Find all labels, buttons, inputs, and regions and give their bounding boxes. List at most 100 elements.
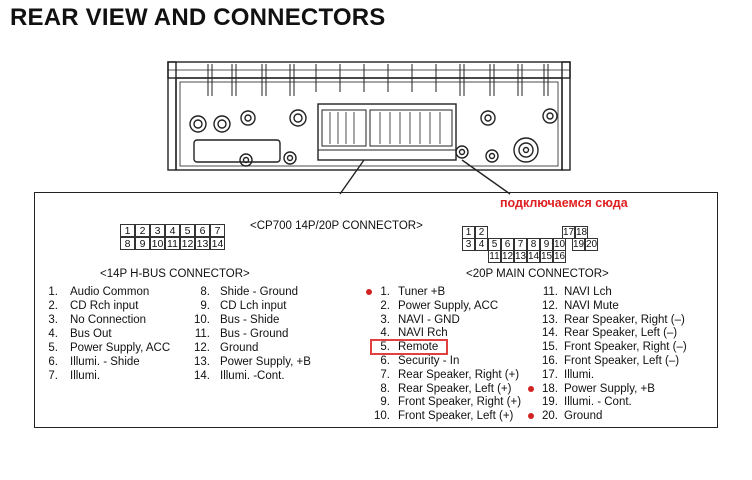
pin-number: 7. bbox=[380, 368, 390, 381]
pin-number: 9. bbox=[380, 396, 390, 409]
head-unit-rear-view bbox=[167, 61, 571, 195]
cp700-pin: 7 bbox=[210, 224, 225, 237]
pin-function: Front Speaker, Right (+) bbox=[398, 396, 522, 409]
pin-function: Illumi. -Cont. bbox=[220, 370, 285, 382]
main-connector-pin: 14 bbox=[527, 250, 540, 263]
pin-number: 3. bbox=[380, 313, 390, 326]
cp700-pin: 11 bbox=[165, 237, 180, 250]
main-connector-pin: 15 bbox=[540, 250, 553, 263]
pin-function: Illumi. bbox=[70, 370, 101, 382]
pin-number: 9. bbox=[200, 300, 210, 312]
main-connector-pin: 3 bbox=[462, 238, 475, 251]
pin-number: 15. bbox=[542, 341, 558, 354]
pin-number: 6. bbox=[380, 355, 390, 367]
pin-function: Power Supply, ACC bbox=[398, 299, 499, 312]
pin-function: Shide - Ground bbox=[220, 286, 298, 298]
pin-number: 1. bbox=[48, 286, 58, 298]
cp700-pin: 4 bbox=[165, 224, 180, 237]
pin-number: 13. bbox=[542, 313, 558, 326]
pin-number: 3. bbox=[48, 314, 58, 326]
pin-function: Front Speaker, Left (–) bbox=[564, 355, 680, 367]
pin-number: 13. bbox=[194, 356, 210, 368]
cp700-pin: 9 bbox=[135, 237, 150, 250]
pin-number: 11. bbox=[194, 328, 210, 340]
pin-function: CD Lch input bbox=[220, 300, 287, 312]
cp700-connector-label: <CP700 14P/20P CONNECTOR> bbox=[250, 220, 423, 232]
main-connector-label: <20P MAIN CONNECTOR> bbox=[466, 268, 609, 280]
pin-function: Ground bbox=[564, 410, 603, 423]
pin-number: 11. bbox=[542, 286, 558, 298]
pin-number: 14. bbox=[194, 370, 210, 382]
pin-function: NAVI Lch bbox=[564, 286, 612, 298]
pin-function: Rear Speaker, Left (+) bbox=[398, 382, 512, 395]
pin-function: NAVI - GND bbox=[398, 313, 460, 326]
pin-function: Illumi. - Shide bbox=[70, 356, 140, 368]
cp700-pin: 12 bbox=[180, 237, 195, 250]
pin-function: NAVI Rch bbox=[398, 327, 448, 340]
annotation-note: подключаемся сюда bbox=[500, 196, 628, 210]
main-connector-pin: 17 bbox=[562, 226, 575, 239]
pin-number: 10. bbox=[374, 410, 390, 423]
hbus-connector-label: <14P H-BUS CONNECTOR> bbox=[100, 268, 250, 280]
cp700-pin: 3 bbox=[150, 224, 165, 237]
pin-number: 2. bbox=[48, 300, 58, 312]
marker-dot bbox=[528, 413, 534, 420]
pin-number: 14. bbox=[542, 327, 558, 340]
main-connector-pin: 20 bbox=[585, 238, 598, 251]
pin-number: 1. bbox=[380, 286, 390, 298]
page-title: REAR VIEW AND CONNECTORS bbox=[10, 4, 386, 31]
pin-function: Illumi. bbox=[564, 368, 595, 381]
pin-number: 4. bbox=[48, 328, 58, 340]
main-connector-pin: 11 bbox=[488, 250, 501, 263]
pin-number: 2. bbox=[380, 299, 390, 312]
pin-function: CD Rch input bbox=[70, 300, 139, 312]
pin-function: Security - In bbox=[398, 355, 460, 367]
pin-number: 16. bbox=[542, 355, 558, 367]
pin-number: 8. bbox=[380, 382, 390, 395]
cp700-pin: 14 bbox=[210, 237, 225, 250]
pin-number: 5. bbox=[48, 342, 58, 354]
pin-number: 5. bbox=[380, 341, 390, 354]
pin-number: 12. bbox=[194, 342, 210, 354]
pin-number: 17. bbox=[542, 368, 558, 381]
cp700-pin: 5 bbox=[180, 224, 195, 237]
highlight-box bbox=[370, 339, 448, 356]
pin-number: 7. bbox=[48, 370, 58, 382]
pin-function: NAVI Mute bbox=[564, 299, 619, 312]
pin-function: Front Speaker, Right (–) bbox=[564, 341, 687, 354]
pin-function: Rear Speaker, Right (–) bbox=[564, 313, 685, 326]
pin-function: No Connection bbox=[70, 314, 147, 326]
main-connector-pin: 12 bbox=[501, 250, 514, 263]
pin-function: Audio Common bbox=[70, 286, 150, 298]
pin-number: 20. bbox=[542, 410, 558, 423]
cp700-pin: 10 bbox=[150, 237, 165, 250]
marker-dot bbox=[366, 289, 372, 295]
pin-number: 18. bbox=[542, 382, 558, 395]
pin-function: Bus Out bbox=[70, 328, 112, 340]
connector-pinout-panel bbox=[34, 192, 718, 428]
pin-function: Ground bbox=[220, 342, 259, 354]
cp700-pin: 2 bbox=[135, 224, 150, 237]
pin-number: 4. bbox=[380, 327, 390, 340]
main-connector-pin: 13 bbox=[514, 250, 527, 263]
pin-function: Power Supply, ACC bbox=[70, 342, 171, 354]
pin-function: Rear Speaker, Left (–) bbox=[564, 327, 678, 340]
pin-number: 19. bbox=[542, 396, 558, 409]
cp700-pin: 13 bbox=[195, 237, 210, 250]
pin-function: Front Speaker, Left (+) bbox=[398, 410, 514, 423]
pin-number: 10. bbox=[194, 314, 210, 326]
pin-function: Rear Speaker, Right (+) bbox=[398, 368, 520, 381]
main-connector-pin: 16 bbox=[553, 250, 566, 263]
cp700-pin: 8 bbox=[120, 237, 135, 250]
pin-number: 12. bbox=[542, 299, 558, 312]
pin-function: Remote bbox=[398, 341, 439, 354]
pin-function: Power Supply, +B bbox=[220, 356, 311, 368]
cp700-pin: 6 bbox=[195, 224, 210, 237]
pin-function: Bus - Shide bbox=[220, 314, 280, 326]
marker-dot bbox=[528, 385, 534, 392]
pin-function: Bus - Ground bbox=[220, 328, 289, 340]
pin-number: 6. bbox=[48, 356, 58, 368]
pin-number: 8. bbox=[200, 286, 210, 298]
pin-function: Power Supply, +B bbox=[564, 382, 655, 395]
